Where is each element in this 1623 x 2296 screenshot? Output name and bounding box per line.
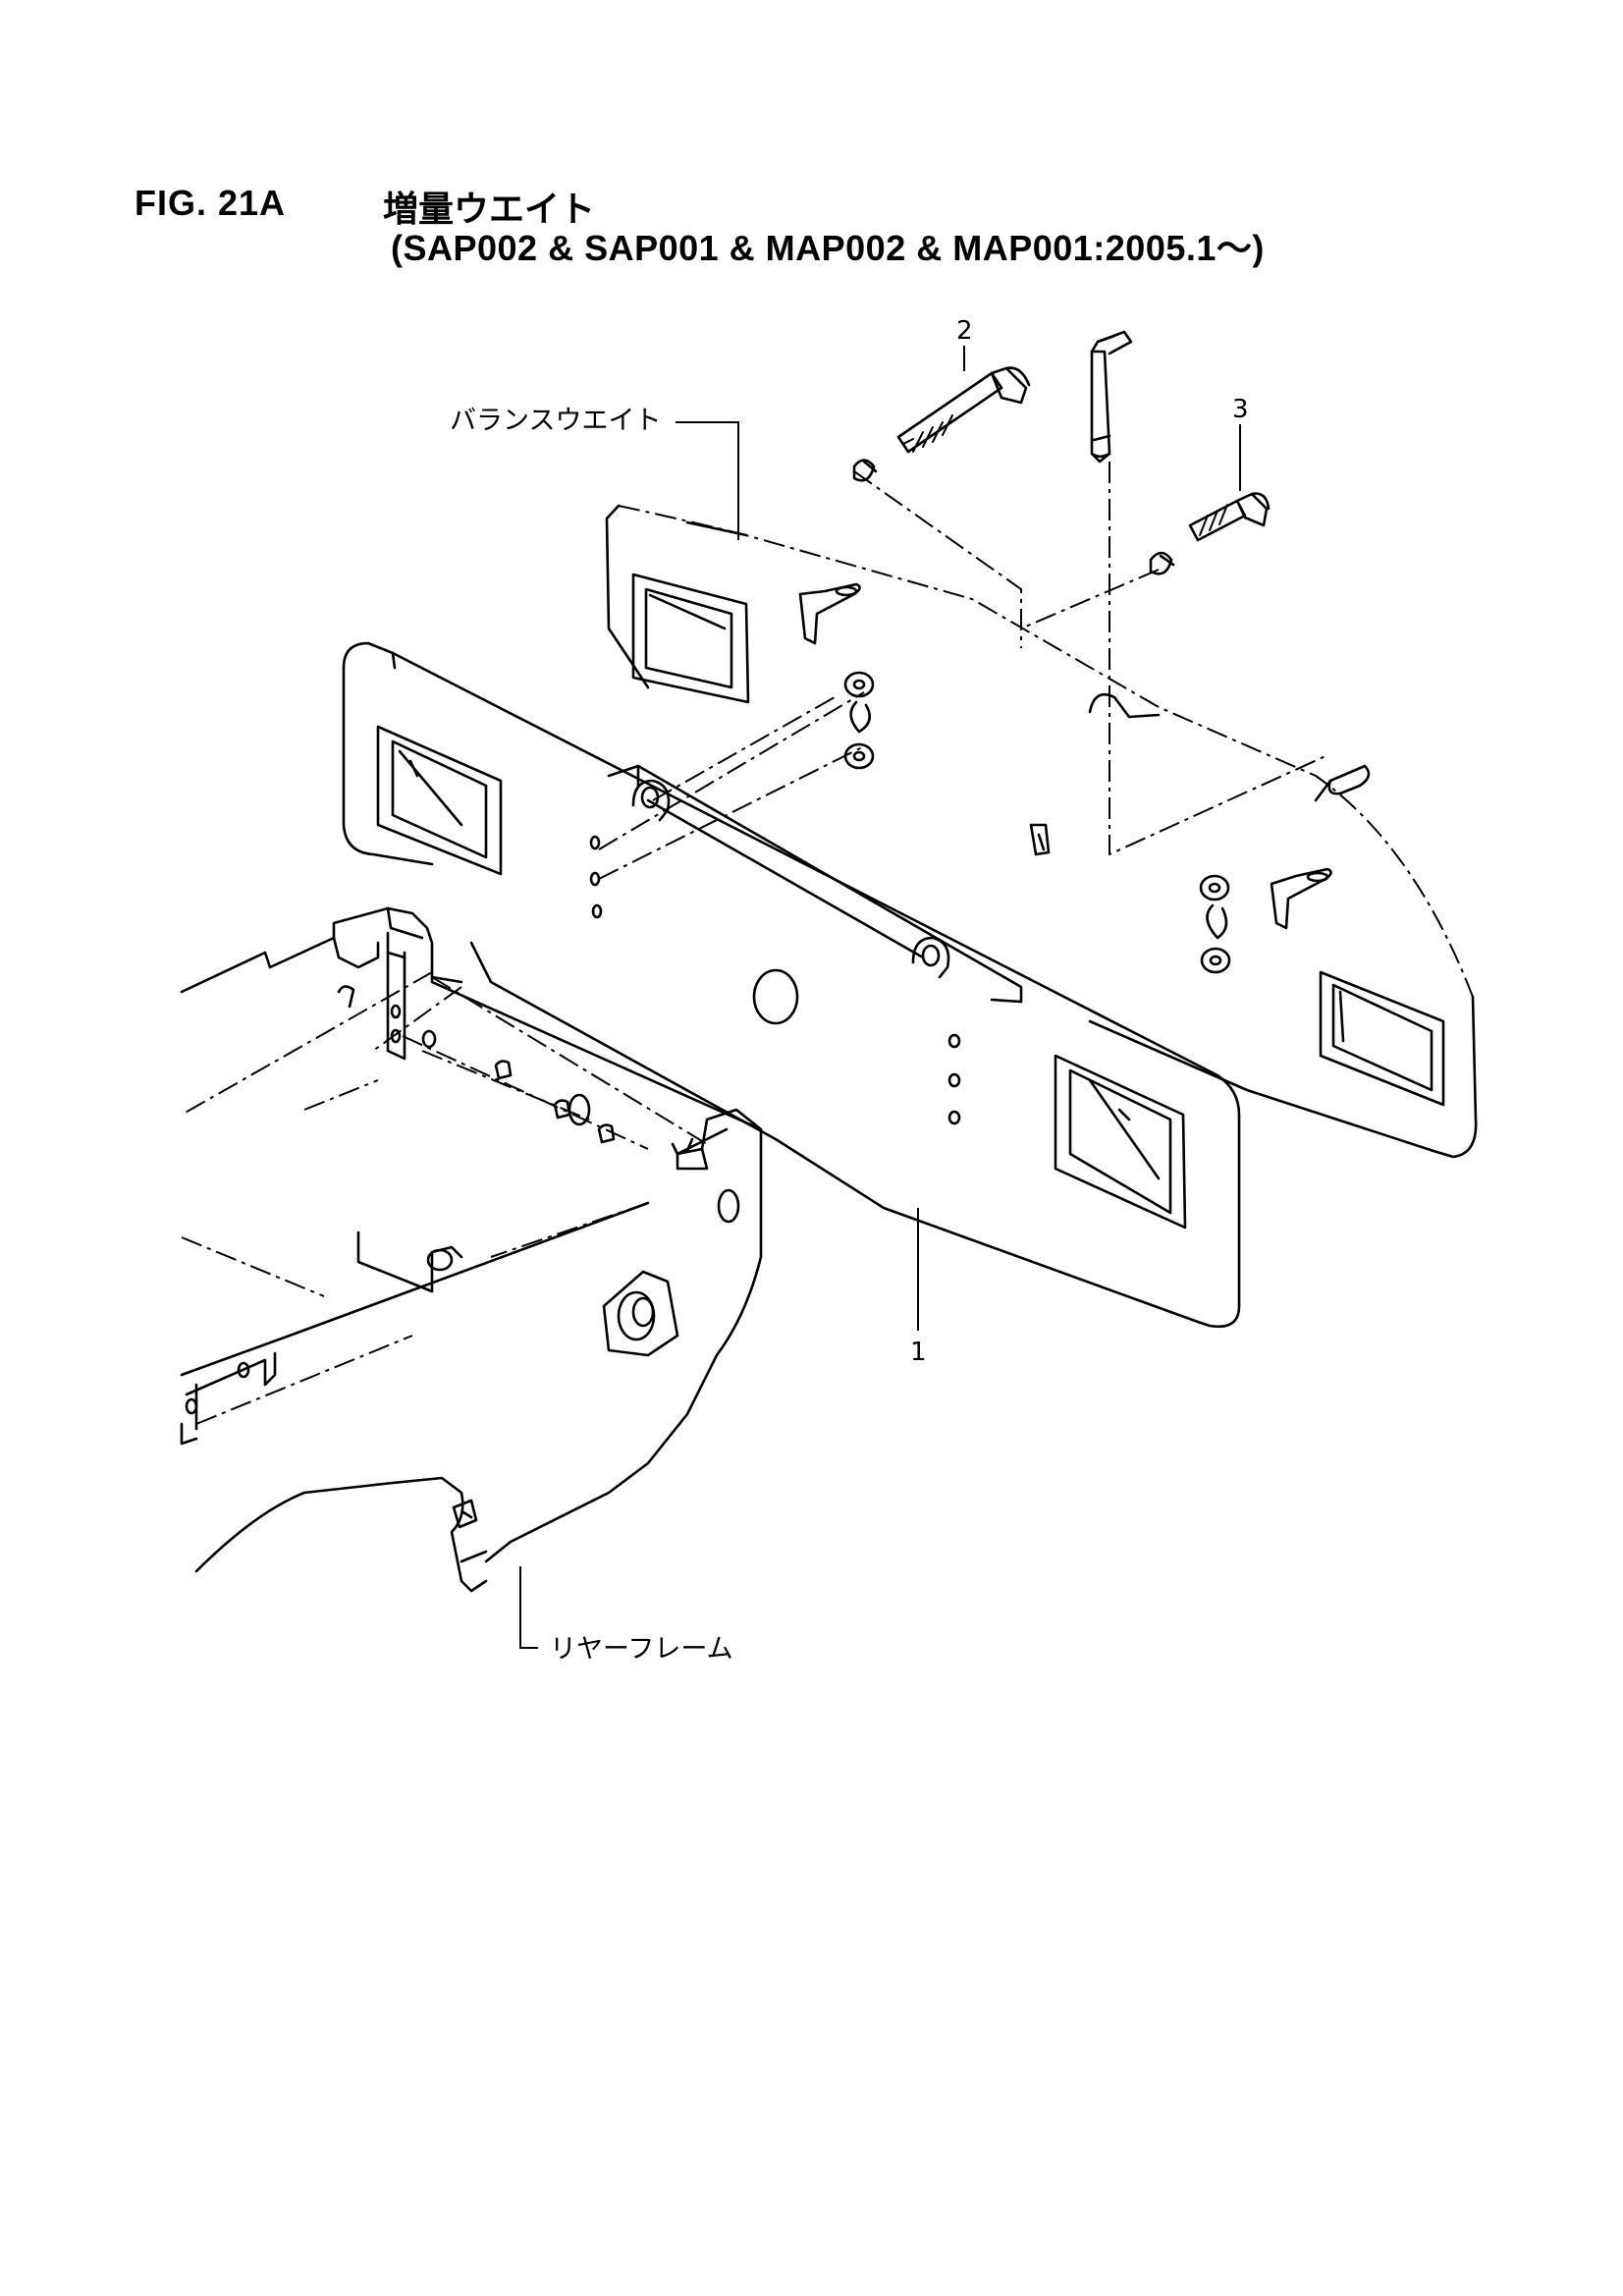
snap-pin-part: [1314, 764, 1371, 802]
rear-frame-part: [180, 906, 763, 1593]
figure-title: 増量ウエイト: [383, 190, 596, 230]
figure-subtitle: (SAP002 & SAP001 & MAP002 & MAP001:2005.…: [391, 228, 1265, 268]
short-bolt-part: [1149, 492, 1271, 575]
callout-1: 1: [910, 1338, 927, 1367]
balance-weight-label: バランスウエイト: [450, 406, 661, 436]
long-bolt-part: [852, 366, 1031, 482]
rear-frame-label: リヤーフレーム: [550, 1634, 733, 1665]
figure-number: FIG. 21A: [135, 183, 287, 223]
balance-weight-part: [605, 504, 1478, 1159]
hidden-centerlines: [181, 462, 1326, 1425]
callout-3: 3: [1232, 395, 1249, 424]
callout-2: 2: [956, 316, 973, 346]
lock-pin-part: [1090, 330, 1133, 464]
callout-leaders: [519, 346, 1241, 1649]
additional-weight-part: [342, 641, 1241, 1329]
